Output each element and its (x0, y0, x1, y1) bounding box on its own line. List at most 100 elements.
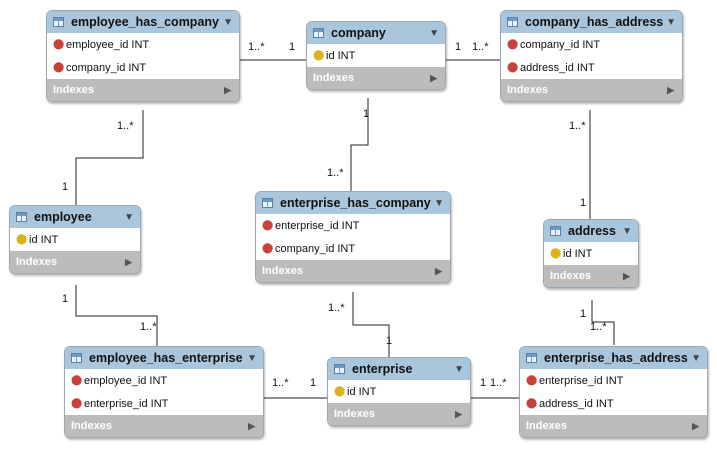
triangle-right-icon[interactable]: ▶ (692, 420, 699, 431)
cardinality-label: 1..* (272, 377, 289, 389)
table-employee[interactable]: employee ▼ ⬤id INT Indexes ▶ (9, 205, 141, 274)
cardinality-label: 1..* (328, 302, 345, 314)
column-name: address_id INT (539, 397, 614, 410)
caret-down-icon[interactable]: ▼ (454, 363, 464, 375)
table-title: company_has_address (525, 15, 664, 29)
column-name: company_id INT (520, 38, 601, 51)
table-icon (71, 353, 82, 363)
column-row[interactable]: ⬤employee_id INT (47, 33, 239, 56)
indexes-section[interactable]: Indexes▶ (328, 403, 470, 425)
table-header[interactable]: employee_has_enterprise ▼ (65, 347, 263, 369)
indexes-section[interactable]: Indexes▶ (544, 265, 638, 287)
table-header[interactable]: address ▼ (544, 220, 638, 242)
foreign-key-icon: ⬤ (71, 375, 83, 386)
caret-down-icon[interactable]: ▼ (429, 27, 439, 39)
indexes-section[interactable]: Indexes ▶ (501, 79, 682, 101)
foreign-key-icon: ⬤ (507, 39, 519, 50)
triangle-right-icon[interactable]: ▶ (224, 84, 231, 95)
cardinality-label: 1..* (590, 321, 607, 333)
table-title: enterprise_has_company (280, 196, 431, 210)
table-company[interactable]: company ▼ ⬤id INT Indexes▶ (306, 21, 446, 90)
triangle-right-icon[interactable]: ▶ (667, 84, 674, 95)
table-title: enterprise (352, 362, 413, 376)
cardinality-label: 1 (580, 197, 587, 209)
table-icon (53, 17, 64, 27)
indexes-section[interactable]: Indexes▶ (307, 67, 445, 89)
column-row[interactable]: ⬤id INT (328, 380, 470, 403)
column-name: id INT (326, 49, 356, 62)
table-title: address (568, 224, 616, 238)
column-name: company_id INT (66, 61, 147, 74)
foreign-key-icon: ⬤ (53, 39, 65, 50)
table-company-has-address[interactable]: company_has_address ▼ ⬤company_id INT ⬤a… (500, 10, 683, 102)
table-header[interactable]: company_has_address ▼ (501, 11, 682, 33)
cardinality-label: 1 (310, 377, 317, 389)
indexes-label: Indexes (53, 84, 94, 96)
cardinality-label: 1 (62, 181, 69, 193)
caret-down-icon[interactable]: ▼ (247, 352, 257, 364)
column-row[interactable]: ⬤id INT (544, 242, 638, 265)
table-employee-has-company[interactable]: employee_has_company ▼ ⬤employee_id INT … (46, 10, 240, 102)
indexes-section[interactable]: Indexes▶ (520, 415, 707, 437)
indexes-section[interactable]: Indexes ▶ (10, 251, 140, 273)
caret-down-icon[interactable]: ▼ (666, 16, 676, 28)
cardinality-label: 1 (62, 293, 69, 305)
column-name: employee_id INT (66, 38, 150, 51)
table-icon (526, 353, 537, 363)
column-row[interactable]: ⬤enterprise_id INT (65, 392, 263, 415)
column-row[interactable]: ⬤id INT (10, 228, 140, 251)
table-title: company (331, 26, 386, 40)
cardinality-label: 1..* (490, 377, 507, 389)
column-name: id INT (563, 247, 593, 260)
table-header[interactable]: enterprise ▼ (328, 358, 470, 380)
table-enterprise[interactable]: enterprise ▼ ⬤id INT Indexes▶ (327, 357, 471, 426)
triangle-right-icon[interactable]: ▶ (248, 420, 255, 431)
caret-down-icon[interactable]: ▼ (223, 16, 233, 28)
column-name: id INT (347, 385, 377, 398)
table-header[interactable]: employee_has_company ▼ (47, 11, 239, 33)
cardinality-label: 1..* (472, 41, 489, 53)
column-name: enterprise_id INT (539, 374, 624, 387)
caret-down-icon[interactable]: ▼ (622, 225, 632, 237)
column-row[interactable]: ⬤company_id INT (501, 33, 682, 56)
table-title: employee_has_company (71, 15, 219, 29)
triangle-right-icon[interactable]: ▶ (455, 408, 462, 419)
indexes-section[interactable]: Indexes ▶ (65, 415, 263, 437)
table-icon (313, 28, 324, 38)
column-row[interactable]: ⬤address_id INT (501, 56, 682, 79)
table-enterprise-has-company[interactable]: enterprise_has_company ▼ ⬤enterprise_id … (255, 191, 451, 283)
caret-down-icon[interactable]: ▼ (691, 352, 701, 364)
table-header[interactable]: employee ▼ (10, 206, 140, 228)
triangle-right-icon[interactable]: ▶ (435, 265, 442, 276)
cardinality-label: 1 (386, 335, 393, 347)
caret-down-icon[interactable]: ▼ (124, 211, 134, 223)
triangle-right-icon[interactable]: ▶ (623, 270, 630, 281)
table-header[interactable]: enterprise_has_company ▼ (256, 192, 450, 214)
column-name: enterprise_id INT (84, 397, 169, 410)
table-header[interactable]: company ▼ (307, 22, 445, 44)
column-row[interactable]: ⬤enterprise_id INT (256, 214, 450, 237)
foreign-key-icon: ⬤ (71, 398, 83, 409)
cardinality-label: 1..* (569, 120, 586, 132)
column-row[interactable]: ⬤address_id INT (520, 392, 707, 415)
table-icon (334, 364, 345, 374)
caret-down-icon[interactable]: ▼ (434, 197, 444, 209)
column-row[interactable]: ⬤employee_id INT (65, 369, 263, 392)
triangle-right-icon[interactable]: ▶ (125, 256, 132, 267)
table-icon (507, 17, 518, 27)
column-row[interactable]: ⬤company_id INT (47, 56, 239, 79)
foreign-key-icon: ⬤ (53, 62, 65, 73)
triangle-right-icon[interactable]: ▶ (430, 72, 437, 83)
table-address[interactable]: address ▼ ⬤id INT Indexes▶ (543, 219, 639, 288)
indexes-label: Indexes (507, 84, 548, 96)
table-employee-has-enterprise[interactable]: employee_has_enterprise ▼ ⬤employee_id I… (64, 346, 264, 438)
table-header[interactable]: enterprise_has_address ▼ (520, 347, 707, 369)
indexes-section[interactable]: Indexes▶ (256, 260, 450, 282)
table-enterprise-has-address[interactable]: enterprise_has_address ▼ ⬤enterprise_id … (519, 346, 708, 438)
column-row[interactable]: ⬤enterprise_id INT (520, 369, 707, 392)
indexes-section[interactable]: Indexes ▶ (47, 79, 239, 101)
column-row[interactable]: ⬤id INT (307, 44, 445, 67)
indexes-label: Indexes (71, 420, 112, 432)
column-row[interactable]: ⬤company_id INT (256, 237, 450, 260)
indexes-label: Indexes (16, 256, 57, 268)
